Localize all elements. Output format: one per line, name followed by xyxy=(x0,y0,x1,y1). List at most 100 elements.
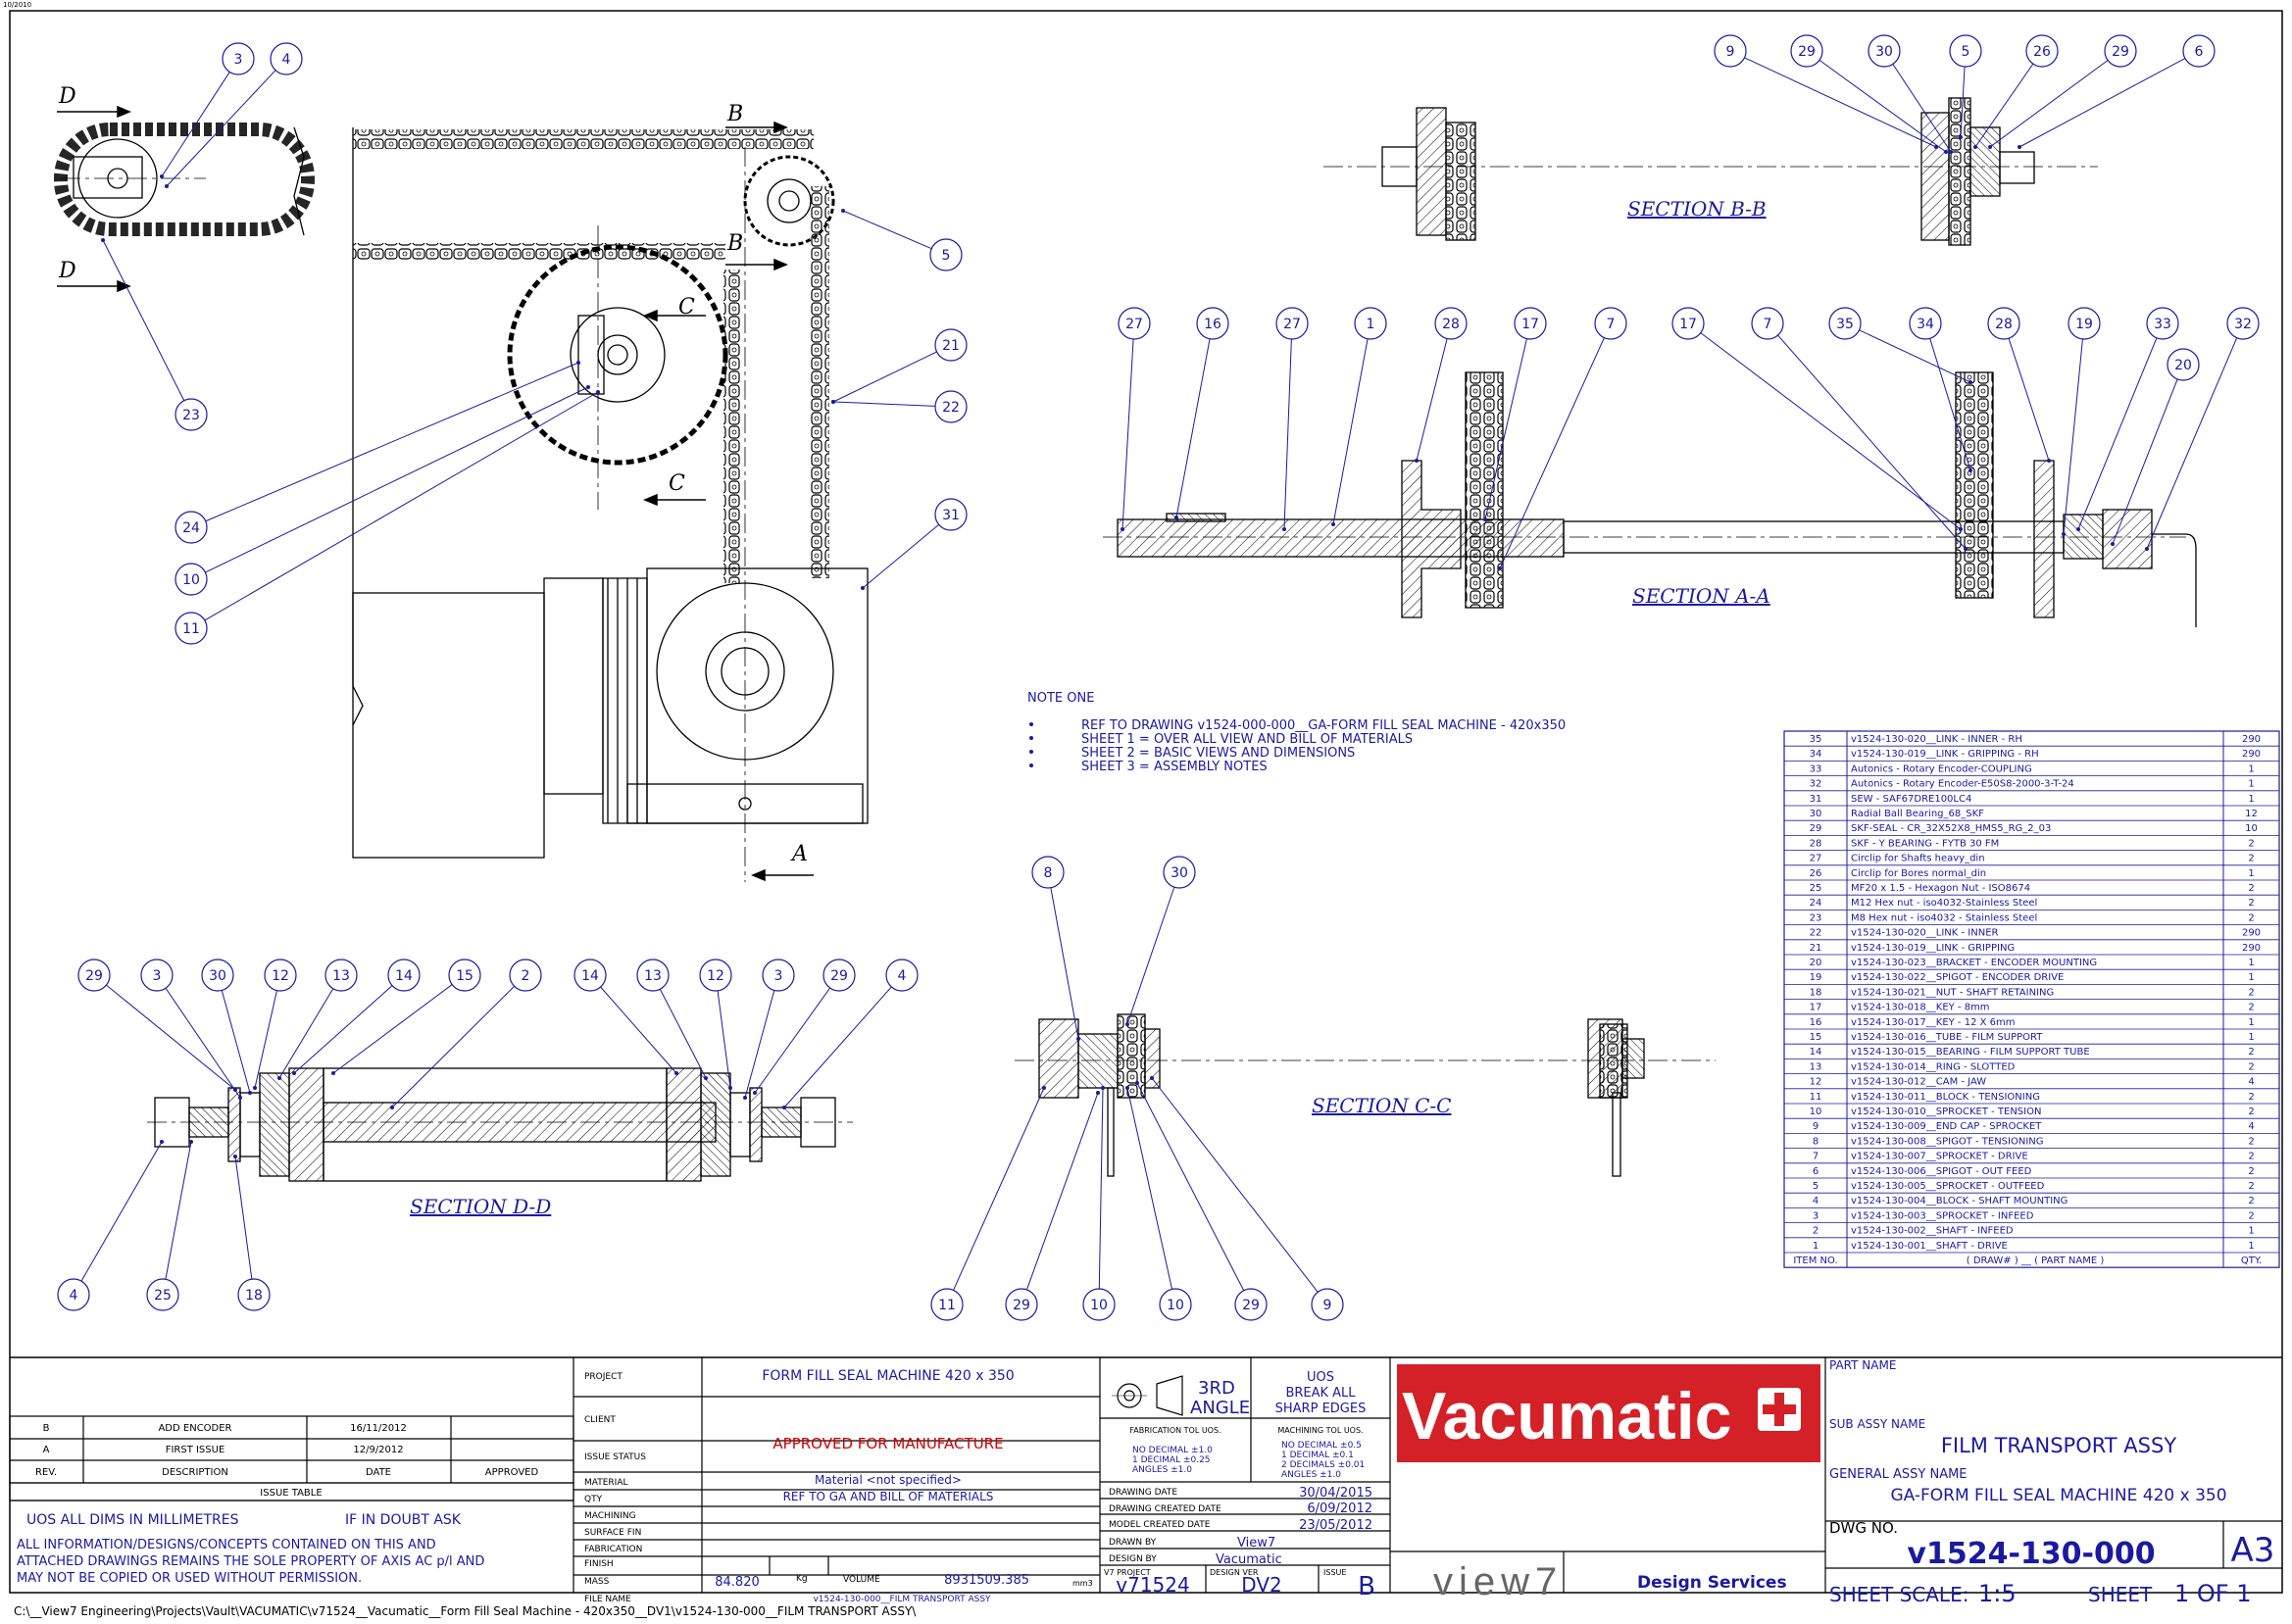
note-line: SHEET 1 = OVER ALL VIEW AND BILL OF MATE… xyxy=(1081,732,1413,747)
balloon-leader-dot xyxy=(576,361,580,365)
balloon-leader xyxy=(293,985,393,1074)
balloon-number: 9 xyxy=(1726,44,1735,60)
mach-tol: ANGLES ±1.0 xyxy=(1281,1470,1341,1480)
balloon-leader xyxy=(783,986,892,1108)
bom-item-no: 9 xyxy=(1813,1121,1819,1132)
drawn-by: View7 xyxy=(1237,1536,1275,1550)
sheet-number: 1 OF 1 xyxy=(2174,1580,2252,1607)
balloon-number: 7 xyxy=(1764,317,1772,332)
bom-header-qty: QTY. xyxy=(2241,1255,2262,1266)
cut-letters: D D B B C C A xyxy=(58,84,808,866)
balloon-leader-dot xyxy=(390,1106,394,1109)
balloon-leader-dot xyxy=(1968,380,1972,384)
balloon-leader-dot xyxy=(248,1091,252,1095)
bom-part-name: v1524-130-015__BEARING - FILM SUPPORT TU… xyxy=(1851,1047,2090,1058)
balloon-number: 6 xyxy=(2195,44,2204,60)
balloon-leader-dot xyxy=(238,1096,242,1100)
balloon-leader-dot xyxy=(1076,1037,1080,1041)
cut-arrows xyxy=(57,105,814,882)
item-balloon: 29 xyxy=(1988,34,2137,149)
bom-part-name: v1524-130-002__SHAFT - INFEED xyxy=(1851,1226,2014,1237)
balloon-leader xyxy=(234,1156,253,1280)
item-balloon: 22 xyxy=(831,390,968,423)
balloon-leader xyxy=(161,72,230,177)
main-assembly-view xyxy=(54,123,869,882)
item-balloon: 32 xyxy=(2145,307,2260,551)
balloon-leader xyxy=(1929,338,1971,471)
balloon-leader-dot xyxy=(1121,527,1124,531)
balloon-leader xyxy=(659,988,707,1079)
balloon-number: 9 xyxy=(1323,1298,1332,1313)
balloon-leader xyxy=(1025,1092,1099,1291)
balloon-number: 4 xyxy=(70,1288,78,1304)
bom-part-name: MF20 x 1.5 - Hexagon Nut - ISO8674 xyxy=(1851,883,2030,894)
fab-tol: ANGLES ±1.0 xyxy=(1132,1465,1192,1475)
client-label: CLIENT xyxy=(584,1415,616,1425)
mach-tol: 2 DECIMALS ±0.01 xyxy=(1281,1460,1365,1470)
bom-part-name: v1524-130-023__BRACKET - ENCODER MOUNTIN… xyxy=(1851,958,2097,968)
volume-label: VOLUME xyxy=(843,1575,880,1585)
balloon-leader-dot xyxy=(2076,527,2080,531)
bom-part-name: v1524-130-021__NUT - SHAFT RETAINING xyxy=(1851,987,2054,998)
balloon-leader xyxy=(2018,58,2186,148)
balloon-number: 31 xyxy=(942,508,960,523)
balloon-circle xyxy=(270,42,303,75)
balloon-leader-dot xyxy=(2018,145,2021,149)
balloon-leader-dot xyxy=(753,1091,757,1095)
balloon-circle xyxy=(1949,34,1982,68)
balloon-number: 27 xyxy=(1125,317,1143,332)
item-balloon: 3 xyxy=(140,959,242,1100)
bom-item-no: 14 xyxy=(1810,1047,1822,1058)
plus-icon-bar xyxy=(1763,1404,1796,1414)
balloon-number: 20 xyxy=(2174,358,2192,373)
mach-tol: 1 DECIMAL ±0.1 xyxy=(1281,1451,1354,1460)
balloon-leader-dot xyxy=(1096,1091,1100,1095)
bom-item-no: 30 xyxy=(1810,809,1822,819)
balloon-number: 28 xyxy=(1995,317,2013,332)
balloon-circle xyxy=(2226,307,2260,340)
bom-qty: 2 xyxy=(2248,1092,2254,1103)
item-balloon: 11 xyxy=(930,1086,1046,1321)
balloon-number: 17 xyxy=(1679,317,1697,332)
sheet-label: SHEET xyxy=(2088,1583,2153,1606)
bom-qty: 4 xyxy=(2248,1121,2254,1132)
balloon-circle xyxy=(222,42,255,75)
note-bullet xyxy=(1029,736,1033,740)
balloon-circle xyxy=(929,238,963,271)
balloon-leader xyxy=(205,386,589,573)
balloon-circle xyxy=(1311,1288,1344,1321)
material-label: MATERIAL xyxy=(584,1478,628,1488)
balloon-number: 22 xyxy=(942,400,960,416)
balloon-leader-dot xyxy=(2062,532,2066,536)
legal-line: MAY NOT BE COPIED OR USED WITHOUT PERMIS… xyxy=(17,1571,362,1586)
uos-line: BREAK ALL xyxy=(1285,1386,1356,1401)
item-balloon: 35 xyxy=(1828,307,1972,384)
bom-qty: 1 xyxy=(2248,868,2254,879)
mach-tol: NO DECIMAL ±0.5 xyxy=(1281,1441,1362,1451)
balloon-leader xyxy=(1416,338,1448,462)
bom-part-name: v1524-130-019__LINK - GRIPPING xyxy=(1851,943,2015,954)
balloon-leader xyxy=(2063,338,2083,535)
bom-part-name: v1524-130-005__SPROCKET - OUTFEED xyxy=(1851,1181,2045,1192)
balloon-circle xyxy=(2025,34,2059,68)
balloon-number: 14 xyxy=(395,968,413,984)
balloon-leader xyxy=(205,362,579,522)
balloon-circle xyxy=(1163,856,1196,889)
bom-qty: 2 xyxy=(2248,1107,2254,1117)
balloon-circle xyxy=(174,511,208,544)
balloon-leader-dot xyxy=(165,184,169,188)
uos-dims: UOS ALL DIMS IN MILLIMETRES xyxy=(26,1512,239,1528)
bom-part-name: v1524-130-012__CAM - JAW xyxy=(1851,1077,1986,1088)
balloon-circle xyxy=(1868,34,1901,68)
section-aa-view xyxy=(1103,371,2197,627)
bom-part-name: v1524-130-018__KEY - 8mm xyxy=(1851,1003,1990,1013)
item-balloon: 11 xyxy=(174,390,600,645)
file-name-label: FILE NAME xyxy=(584,1595,631,1604)
